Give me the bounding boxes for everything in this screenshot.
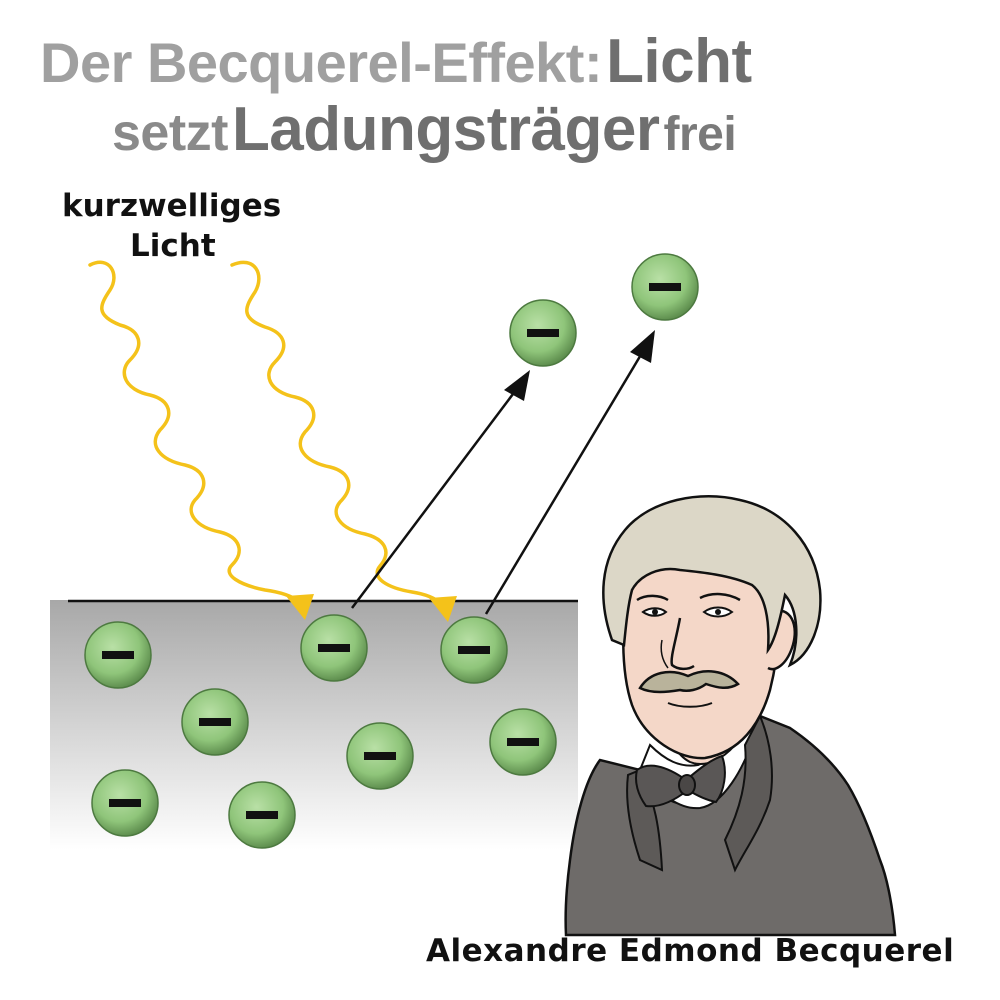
portrait-right-pupil — [715, 609, 721, 615]
scientist-portrait — [564, 495, 897, 937]
portrait-bow-knot — [678, 774, 696, 796]
page-title-line-1: Der Becquerel-Effekt: Licht — [40, 26, 1000, 97]
portrait-lapel-right — [723, 713, 773, 873]
emitted-electron-9 — [509, 299, 577, 367]
minus-sign-icon — [246, 811, 278, 819]
portrait-mustache — [638, 670, 740, 694]
minus-sign-icon — [199, 718, 231, 726]
electron-at-surface-7 — [300, 614, 368, 682]
light-wave-2 — [230, 260, 444, 606]
emission-arrowhead-2 — [630, 330, 655, 363]
electron-in-metal-2 — [181, 688, 249, 756]
minus-sign-icon — [649, 283, 681, 291]
light-wave-1 — [88, 260, 302, 604]
minus-sign-icon — [507, 738, 539, 746]
minus-sign-icon — [102, 651, 134, 659]
minus-sign-icon — [318, 644, 350, 652]
emission-arrow-1 — [351, 381, 523, 609]
light-ray-1-arrowhead — [286, 594, 314, 620]
minus-sign-icon — [458, 646, 490, 654]
minus-sign-icon — [364, 752, 396, 760]
page-title-line-2: setzt Ladungsträger frei — [112, 94, 1000, 165]
electron-in-metal-5 — [346, 722, 414, 790]
portrait-hair — [602, 495, 822, 668]
portrait-left-pupil — [652, 609, 658, 615]
light-label-line-2: Licht — [130, 228, 216, 264]
title-part-charge-carriers: Ladungsträger — [231, 95, 660, 164]
portrait-caption: Alexandre Edmond Becquerel — [426, 933, 955, 969]
emitted-electron-10 — [631, 253, 699, 321]
portrait-cheek-line — [660, 639, 669, 669]
light-ray-2-arrowhead — [429, 596, 457, 622]
electron-in-metal-4 — [228, 781, 296, 849]
portrait-nose — [670, 617, 695, 671]
title-part-effect: Der Becquerel-Effekt: — [40, 31, 603, 94]
title-part-sets: setzt — [112, 104, 228, 162]
electron-in-metal-6 — [489, 708, 557, 776]
emission-arrowhead-1 — [504, 370, 530, 401]
emission-arrow-2 — [484, 342, 650, 615]
portrait-left-eyebrow — [636, 594, 669, 602]
electron-group — [84, 253, 699, 849]
portrait-mouth — [667, 702, 713, 708]
portrait-right-eyebrow — [699, 592, 741, 602]
light-label-line-1: kurzwelliges — [62, 188, 282, 224]
electron-in-metal-3 — [91, 769, 159, 837]
title-part-free: frei — [663, 108, 737, 161]
electron-at-surface-8 — [440, 616, 508, 684]
minus-sign-icon — [109, 799, 141, 807]
minus-sign-icon — [527, 329, 559, 337]
electron-in-metal-1 — [84, 621, 152, 689]
title-part-light: Licht — [606, 27, 752, 96]
